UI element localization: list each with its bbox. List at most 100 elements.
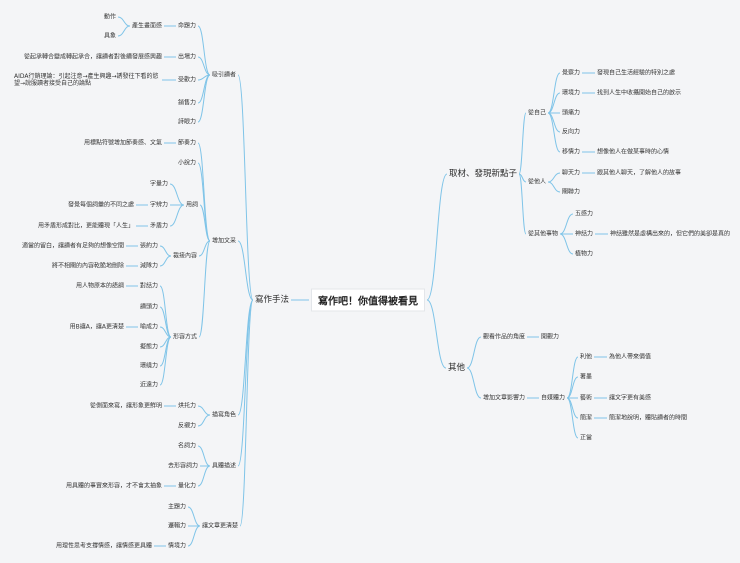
node-seek[interactable]: 神話力 [575,230,594,238]
connector [159,255,172,267]
node-contrast-desc[interactable]: 用矛盾形成對比，更能體現「人生」 [37,222,134,230]
node-entrance[interactable]: 出場力 [178,53,197,61]
node-reverse[interactable]: 反向力 [562,128,581,136]
node-memory[interactable]: 環境力 [562,89,581,97]
connector [198,240,211,338]
node-precise[interactable]: 字辨力 [150,201,169,209]
connector [547,92,561,114]
node-empathy-desc[interactable]: 想像他人在做某事時的心情 [597,148,670,156]
node-flat[interactable]: 環繞力 [140,362,159,370]
node-concrete[interactable]: 具象 [104,32,117,40]
node-from-self[interactable]: 從自己 [528,109,547,117]
node-impact[interactable]: 增加文章影響力 [483,394,526,402]
connector [197,405,211,416]
node-clear[interactable]: 讓文章更清楚 [202,522,239,530]
node-metaphor-desc[interactable]: 用B讓A，讓A更清楚 [69,323,124,331]
connector [199,204,211,242]
node-small[interactable]: 小說力 [178,159,197,167]
node-compare[interactable]: 對話力 [140,282,159,290]
node-reduce[interactable]: 減隊力 [140,262,159,270]
node-correct[interactable]: 正當 [580,434,593,442]
node-contrast[interactable]: 矛盾力 [150,222,169,230]
node-vocab[interactable]: 字量力 [150,180,169,188]
node-sing-desc[interactable]: 為他人帶來價值 [609,353,652,361]
node-feel-desc[interactable]: AIDA行銷理論：引起注意→產生興趣→誘發往下看的慾望→說服讀者接受自己的論點 [14,72,159,87]
node-adj[interactable]: 去形容詞力 [168,462,199,470]
node-sing[interactable]: 利他 [580,353,593,361]
node-topic[interactable]: 主題力 [168,503,187,511]
node-depth[interactable]: 近遠力 [140,381,159,389]
connector [466,367,482,399]
connector [559,233,574,255]
node-memory-desc[interactable]: 找到人生中收攝開始自己的啟示 [597,89,682,97]
node-quant[interactable]: 量化力 [178,482,197,490]
node-opening[interactable]: 開觀力 [541,333,560,341]
node-poem[interactable]: 詩眼力 [178,118,197,126]
node-name[interactable]: 名詞力 [178,442,197,450]
node-exag[interactable]: 擬態力 [140,343,159,351]
node-attract[interactable]: 吸引讀者 [212,71,237,79]
branch-material[interactable]: 取材、發現新點子 [449,168,518,179]
node-logic[interactable]: 邏輯力 [168,522,187,530]
node-metaphor[interactable]: 喻成力 [140,323,159,331]
node-reading[interactable]: 銷售力 [178,99,197,107]
connector [197,414,211,427]
node-foil[interactable]: 烘托力 [178,402,197,410]
node-tension[interactable]: 張約力 [140,242,159,250]
node-stars[interactable]: 五感力 [575,210,594,218]
node-feel[interactable]: 受歡力 [178,76,197,84]
node-ask[interactable]: 關聯力 [562,188,581,196]
connector [547,72,561,114]
node-entrance-desc[interactable]: 從起承轉合變成轉起承合，讓讀者對後續發展感興趣 [23,53,162,61]
node-specific[interactable]: 具體描述 [212,462,237,470]
node-reason[interactable]: 頭痛力 [562,109,581,117]
node-reverse-lit[interactable]: 反襯力 [178,422,197,430]
node-from-things[interactable]: 從其他事物 [528,230,559,238]
branch-technique[interactable]: 寫作手法 [255,294,290,305]
node-observe-desc[interactable]: 發現自己生活經驗的特別之處 [597,69,676,77]
node-from-others[interactable]: 從他人 [528,178,547,186]
node-compare-desc[interactable]: 用人物原本的語調 [75,282,124,290]
node-fun[interactable]: 著墨 [580,373,593,381]
node-quant-desc[interactable]: 用具體的事實來形容，才不會太抽象 [65,482,162,490]
connector [197,445,211,467]
node-overlap[interactable]: 讀頭力 [140,303,159,311]
node-art[interactable]: 藝術 [580,394,593,402]
node-observe[interactable]: 覺察力 [562,69,581,77]
node-reduce-desc[interactable]: 將不相關的內容乾脆地刪除 [51,262,124,270]
node-simple-desc[interactable]: 簡潔地說明，體貼讀者的時間 [609,414,688,422]
node-rhyme-desc[interactable]: 用標點符號增加節奏感、文氣 [83,139,162,147]
node-emotion[interactable]: 情境力 [168,542,187,550]
node-content[interactable]: 裁接內容 [173,252,198,260]
node-objects[interactable]: 植物力 [575,250,594,258]
node-seek-desc[interactable]: 神話雖然是虛構出來的，但它們的美卻是真的 [610,230,731,238]
branch-other[interactable]: 其他 [448,362,466,373]
connector [197,162,211,242]
node-tension-desc[interactable]: 適當的留白，讓讀者有足夠的想像空間 [21,242,124,250]
node-increase[interactable]: 增加文采 [212,237,237,245]
node-audience[interactable]: 觀看作品的角度 [483,333,526,341]
node-self-media[interactable]: 自媒體力 [541,394,566,402]
connector [197,465,211,487]
node-rhyme[interactable]: 節奏力 [178,139,197,147]
node-simple[interactable]: 簡潔 [580,414,593,422]
node-empathy[interactable]: 移情力 [562,148,581,156]
node-chat-desc[interactable]: 跟其他人聊天，了解他人的故事 [597,169,682,177]
node-chat[interactable]: 聊天力 [562,169,581,177]
connector [197,25,211,76]
node-style[interactable]: 形容方式 [173,333,198,341]
node-life-sub[interactable]: 產生畫面感 [132,22,163,30]
connector [198,240,211,257]
connector [197,74,211,123]
node-foil-desc[interactable]: 從側面來寫，讓形象更鮮明 [89,402,162,410]
node-action[interactable]: 動作 [104,13,117,21]
root-node[interactable]: 寫作吧！你值得被看見 [311,288,425,312]
connector [426,173,448,301]
node-art-desc[interactable]: 讓文字更有美感 [609,394,652,402]
node-emotion-desc[interactable]: 用理性思考支撐情感，讓情感更具體 [55,542,152,550]
node-character[interactable]: 描寫角色 [212,411,237,419]
node-life-power[interactable]: 命題力 [178,22,197,30]
connector [547,181,561,193]
node-precise-desc[interactable]: 發覺每個詞彙的不同之處 [67,201,134,209]
node-wording[interactable]: 用詞 [186,201,199,209]
